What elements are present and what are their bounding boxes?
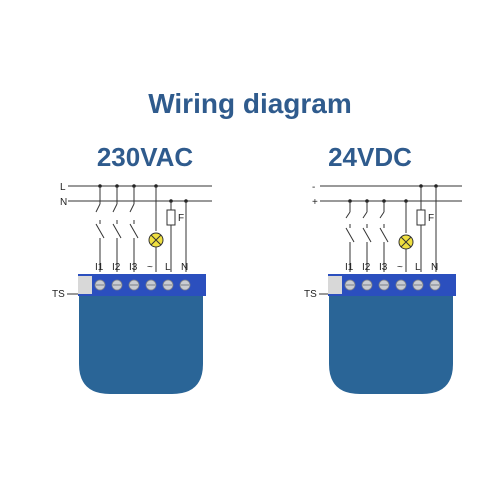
fuse-icon <box>166 209 176 226</box>
terminal-label-i2: I2 <box>362 262 371 273</box>
device-body <box>329 286 453 394</box>
page-title: Wiring diagram <box>148 88 352 119</box>
wiring-diagram-dc: - + F I1 I2 I3 ~ L N TS <box>304 182 462 394</box>
rail-label-bottom: N <box>60 197 67 208</box>
ts-label: TS <box>52 289 65 300</box>
terminal-label-i3: I3 <box>379 262 388 273</box>
input-switches <box>95 186 139 272</box>
terminal-label-l: L <box>165 262 171 273</box>
input-switches <box>345 201 389 272</box>
ts-label: TS <box>304 289 317 300</box>
terminal-label-i1: I1 <box>95 262 104 273</box>
lamp-cross <box>150 234 162 246</box>
diagram-heading-ac: 230VAC <box>96 142 194 172</box>
terminal-label-n: N <box>431 262 438 273</box>
terminal-label-i2: I2 <box>112 262 121 273</box>
fuse-label: F <box>178 213 184 224</box>
terminal-label-i3: I3 <box>129 262 138 273</box>
terminal-label-n: N <box>181 262 188 273</box>
junction-dots <box>348 184 438 203</box>
rail-label-bottom: + <box>312 197 318 208</box>
terminal-block <box>328 274 456 296</box>
terminal-insulation <box>78 276 92 294</box>
fuse-icon <box>416 209 426 226</box>
terminal-block <box>78 274 206 296</box>
terminal-label-ac: ~ <box>397 262 403 273</box>
fuse-label: F <box>428 213 434 224</box>
device-body <box>79 286 203 394</box>
terminal-insulation <box>328 276 342 294</box>
wiring-diagram-ac: L N F I1 I2 I3 ~ L N TS <box>52 182 212 394</box>
junction-dots <box>98 184 188 203</box>
terminal-label-ac: ~ <box>147 262 153 273</box>
rail-label-top: - <box>312 182 315 193</box>
lamp-cross <box>400 236 412 248</box>
rail-label-top: L <box>60 182 66 193</box>
diagram-heading-dc: 24VDC <box>328 142 412 172</box>
terminal-label-l: L <box>415 262 421 273</box>
terminal-label-i1: I1 <box>345 262 354 273</box>
